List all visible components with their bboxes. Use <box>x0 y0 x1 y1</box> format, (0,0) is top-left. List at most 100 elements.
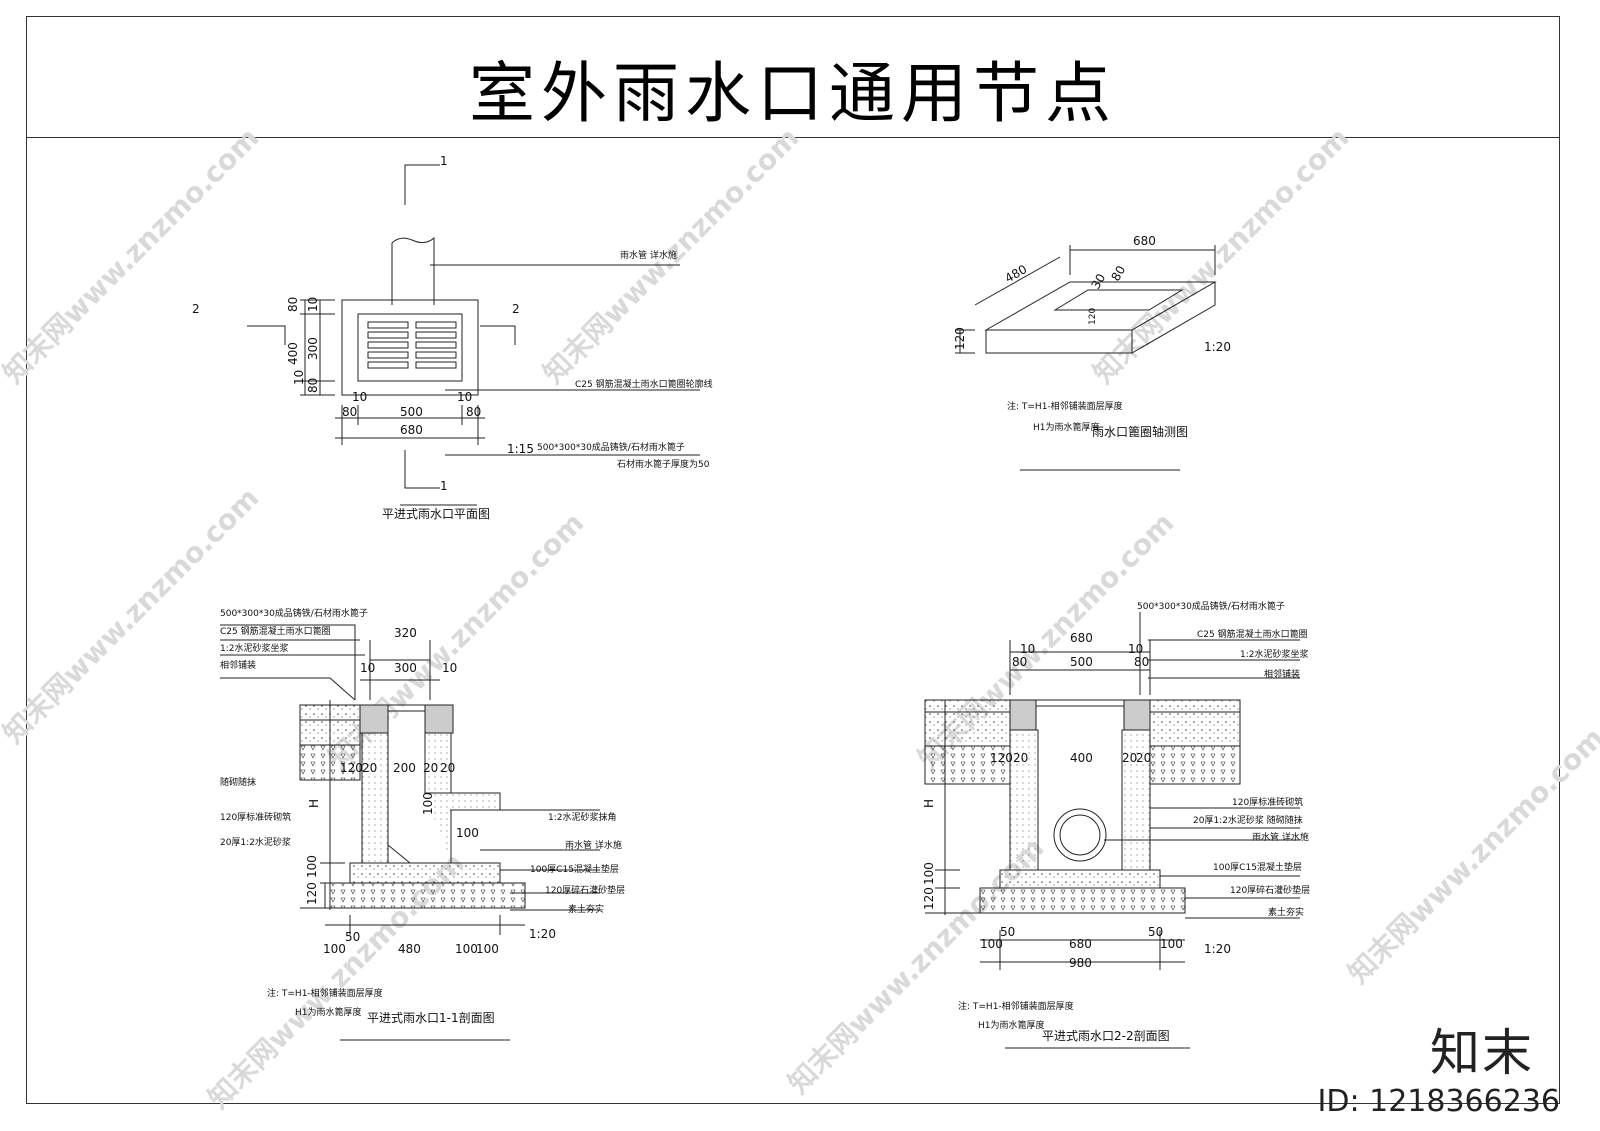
s22-label-2: C25 钢筋混凝土雨水口篦圈 <box>1197 628 1308 640</box>
s11-dim-h100: 100 <box>305 855 319 878</box>
s22-dim-b680: 680 <box>1069 937 1092 951</box>
s22-label-1: 500*300*30成品铸铁/石材雨水篦子 <box>1137 600 1285 612</box>
s11-dim-m20c: 20 <box>440 761 455 775</box>
dim-80-top: 80 <box>286 297 300 312</box>
dim-lines-bottom <box>325 915 525 935</box>
s11-dim-m120: 120 <box>340 761 363 775</box>
dim-w10-left: 10 <box>352 390 367 404</box>
ring-right <box>424 704 454 734</box>
section-line-right <box>480 325 516 345</box>
s11-scale: 1:20 <box>529 927 556 941</box>
adjacent-paving-left <box>924 699 1011 713</box>
section-mark-left: 2 <box>192 302 200 316</box>
ring-right <box>1123 699 1151 731</box>
s11-dim-10a: 10 <box>360 661 375 675</box>
dim-lines-top <box>1009 640 1151 695</box>
s22-dim-h: H <box>922 799 936 808</box>
s11-label-1: 500*300*30成品铸铁/石材雨水篦子 <box>220 607 368 619</box>
section-line-top <box>404 164 440 205</box>
s22-dim-m20b: 20 <box>1122 751 1137 765</box>
gravel-layer <box>979 887 1186 914</box>
plan-view: 1 2 2 1 <box>192 154 700 506</box>
section-2-2-texts: 500*300*30成品铸铁/石材雨水篦子 C25 钢筋混凝土雨水口篦圈 1:2… <box>922 600 1310 1043</box>
s11-label-4: 相邻铺装 <box>220 659 256 671</box>
c15-layer <box>999 869 1161 889</box>
dim-lines-horizontal <box>335 405 485 445</box>
s22-dim-m400: 400 <box>1070 751 1093 765</box>
dim-lines-vert <box>320 700 345 910</box>
s22-dim-b50b: 50 <box>1148 925 1163 939</box>
brick-wall-left <box>361 732 389 864</box>
s22-right-5: 120厚碎石灌砂垫层 <box>1230 884 1310 896</box>
s22-right-1: 120厚标准砖砌筑 <box>1232 796 1303 808</box>
label-grate-note: 石材雨水篦子厚度为50 <box>617 458 710 470</box>
axo-view <box>955 245 1217 471</box>
s11-label-3: 1:2水泥砂浆坐浆 <box>220 642 289 654</box>
plan-scale: 1:15 <box>507 442 534 456</box>
drawing-title: 室外雨水口通用节点 <box>469 55 1117 132</box>
s11-dim-b480: 480 <box>398 942 421 956</box>
base-course-right <box>1149 711 1241 747</box>
s11-right-3: 100厚C15混凝土垫层 <box>530 863 619 875</box>
axo-dim-680 <box>1069 245 1216 275</box>
watermark-text: 知末网www.znzmo.com <box>0 121 265 390</box>
base-course-left <box>924 711 1011 747</box>
s22-dim-b980: 980 <box>1069 956 1092 970</box>
s11-dim-b100a: 100 <box>323 942 346 956</box>
drawing-frame <box>26 16 1560 1104</box>
adjacent-paving-right <box>1149 699 1241 713</box>
s22-label-3: 1:2水泥砂浆坐浆 <box>1240 648 1309 660</box>
s11-dim-m200: 200 <box>393 761 416 775</box>
section-mark-right: 2 <box>512 302 520 316</box>
s11-dim-h120: 120 <box>305 882 319 905</box>
watermark-text: 知末网www.znzmo.com <box>1342 721 1600 990</box>
ring-left <box>1009 699 1037 731</box>
dim-80-bottom: 80 <box>306 378 320 393</box>
subbase-right <box>1149 745 1241 785</box>
s11-dim-10b: 10 <box>442 661 457 675</box>
id-text: ID: 1218366236 <box>1317 1084 1560 1119</box>
section-1-1-texts: 500*300*30成品铸铁/石材雨水篦子 C25 钢筋混凝土雨水口篦圈 1:2… <box>220 607 625 1025</box>
s11-label-2: C25 钢筋混凝土雨水口篦圈 <box>220 625 331 637</box>
plan-texts: 雨水管 详水施 C25 钢筋混凝土雨水口篦圈轮廓线 500*300*30成品铸铁… <box>286 249 713 521</box>
axo-dim-30: 30 <box>1088 271 1108 291</box>
dim-400: 400 <box>286 342 300 365</box>
s11-dim-320: 320 <box>394 626 417 640</box>
s11-dim-m20b: 20 <box>423 761 438 775</box>
s22-dim-m20c: 20 <box>1136 751 1151 765</box>
s22-dim-h100: 100 <box>922 862 936 885</box>
s11-right-1: 1:2水泥砂浆抹角 <box>548 811 617 823</box>
s22-label-4: 相邻铺装 <box>1264 668 1300 680</box>
s22-dim-b100b: 100 <box>1160 937 1183 951</box>
s22-dim-80b: 80 <box>1134 655 1149 669</box>
mortar-fillet <box>387 843 412 864</box>
section-mark-top: 1 <box>440 154 448 168</box>
rain-pipe-inner <box>1059 814 1101 856</box>
axo-note-2: H1为雨水篦厚度 <box>1033 421 1100 433</box>
grate-frame <box>357 313 463 382</box>
axo-dim-120-inner: 120 <box>1088 308 1098 325</box>
axo-dim-80: 80 <box>1108 263 1128 283</box>
dim-lines-bottom <box>980 930 1185 970</box>
s11-dim-300: 300 <box>394 661 417 675</box>
s22-dim-680: 680 <box>1070 631 1093 645</box>
s22-dim-500: 500 <box>1070 655 1093 669</box>
s11-dim-h: H <box>307 799 321 808</box>
s22-dim-b50a: 50 <box>1000 925 1015 939</box>
axo-dim-120: 120 <box>953 327 967 350</box>
ring-left <box>359 704 389 734</box>
label-pipe: 雨水管 详水施 <box>620 249 677 261</box>
s11-dim-b50: 50 <box>345 930 360 944</box>
section-1-1 <box>220 624 600 1041</box>
dim-w80-left: 80 <box>342 405 357 419</box>
s11-label-6: 120厚标准砖砌筑 <box>220 811 291 823</box>
s11-label-5: 随砌随抹 <box>220 776 256 788</box>
title-bar: 室外雨水口通用节点 <box>26 16 1560 138</box>
axo-scale: 1:20 <box>1204 340 1231 354</box>
dim-300: 300 <box>306 337 320 360</box>
leaders-left <box>220 624 365 701</box>
axo-dim-680: 680 <box>1133 234 1156 248</box>
dim-lines-top <box>360 640 440 700</box>
leaders-right <box>1104 807 1300 919</box>
s22-dim-10: 10 <box>1020 642 1035 656</box>
